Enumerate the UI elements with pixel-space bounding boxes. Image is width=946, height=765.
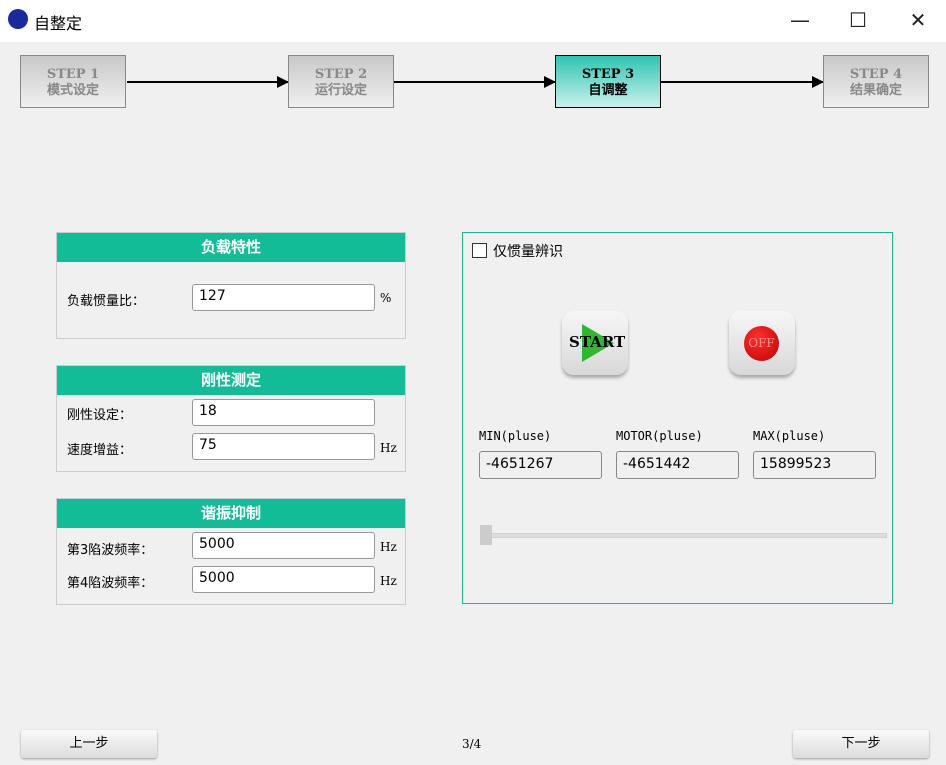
minimize-button[interactable]: — [790, 8, 810, 32]
previous-button[interactable]: 上一步 [21, 730, 157, 758]
autotune-panel: 仅惯量辨识 START OFF MIN(pluse) -4651267 MOTO… [462, 232, 893, 604]
max-label: MAX(pluse) [753, 429, 826, 443]
arrow [127, 76, 289, 88]
notch3-input[interactable]: 5000 [192, 532, 375, 559]
stiffness-input[interactable]: 18 [192, 399, 375, 426]
arrow [394, 76, 556, 88]
unit: Hz [380, 540, 397, 554]
play-icon [582, 324, 614, 362]
notch3-label: 第3陷波频率： [67, 543, 154, 558]
motor-label: MOTOR(pluse) [616, 429, 703, 443]
step-number: STEP 1 [46, 67, 100, 82]
step-label: 模式设定 [46, 83, 99, 98]
group-title: 刚性测定 [57, 366, 405, 395]
position-slider-track[interactable] [481, 533, 887, 538]
page-indicator: 3/4 [462, 737, 482, 751]
off-button[interactable]: OFF [729, 311, 795, 375]
next-button[interactable]: 下一步 [793, 730, 929, 758]
window-title: 自整定 [34, 14, 83, 33]
max-value: 15899523 [753, 451, 876, 479]
step-number: STEP 2 [314, 67, 368, 82]
start-label: START [569, 333, 626, 351]
inertia-input[interactable]: 127 [192, 284, 375, 311]
step-number: STEP 4 [849, 67, 903, 82]
unit: Hz [380, 441, 397, 455]
inertia-only-checkbox[interactable] [472, 243, 487, 258]
group-title: 谐振抑制 [57, 499, 405, 528]
step-number: STEP 3 [581, 67, 635, 82]
notch4-label: 第4陷波频率： [67, 576, 154, 591]
off-icon: OFF [744, 326, 779, 361]
motor-value: -4651442 [616, 451, 739, 479]
start-button[interactable]: START [562, 311, 628, 375]
min-label: MIN(pluse) [479, 429, 552, 443]
group-title: 负载特性 [57, 233, 405, 262]
resonance-group: 谐振抑制 第3陷波频率： 5000 Hz 第4陷波频率： 5000 Hz [56, 498, 406, 605]
stiffness-group: 刚性测定 刚性设定： 18 速度增益： 75 Hz [56, 365, 406, 472]
unit: Hz [380, 574, 397, 588]
speed-gain-input[interactable]: 75 [192, 433, 375, 460]
step-label: 结果确定 [849, 83, 902, 98]
close-button[interactable]: ✕ [909, 8, 927, 32]
position-slider-handle[interactable] [480, 525, 492, 545]
step-label: 运行设定 [314, 83, 367, 98]
notch4-input[interactable]: 5000 [192, 566, 375, 593]
title-bar [0, 0, 946, 42]
step-label: 自调整 [588, 83, 628, 98]
checkbox-label: 仅惯量辨识 [493, 244, 563, 260]
stiffness-label: 刚性设定： [67, 408, 133, 423]
min-value: -4651267 [479, 451, 602, 479]
load-group: 负载特性 负载惯量比： 127 % [56, 232, 406, 339]
speed-gain-label: 速度增益： [67, 443, 133, 458]
app-icon [8, 9, 28, 29]
unit: % [380, 291, 392, 305]
maximize-button[interactable]: ☐ [849, 8, 867, 32]
inertia-label: 负载惯量比： [67, 294, 146, 309]
arrow [661, 76, 824, 88]
